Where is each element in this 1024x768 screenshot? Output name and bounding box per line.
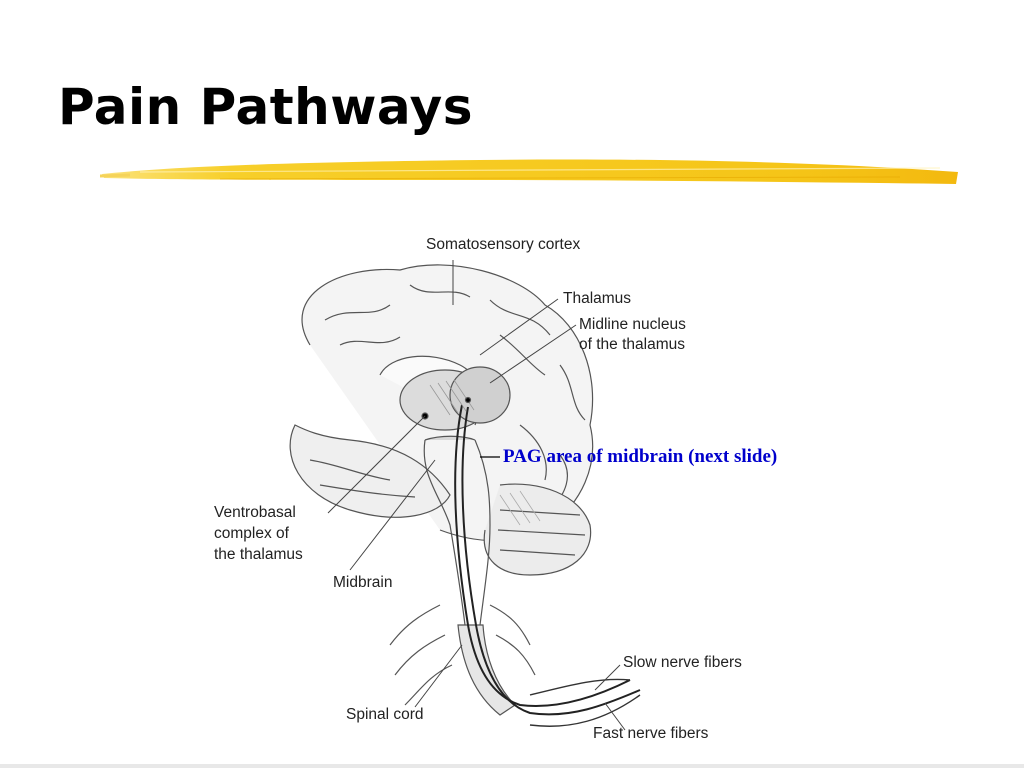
label-midline-nucleus-line1: Midline nucleus: [579, 316, 686, 333]
slide-bottom-border: [0, 764, 1024, 768]
brain-pain-pathway-illustration: [289, 260, 641, 731]
label-slow-nerve-fibers: Slow nerve fibers: [623, 654, 742, 671]
label-thalamus: Thalamus: [563, 290, 632, 307]
slide-title: Pain Pathways: [58, 78, 473, 136]
label-midbrain: Midbrain: [333, 574, 393, 591]
label-fast-nerve-fibers: Fast nerve fibers: [593, 725, 709, 742]
label-ventrobasal-line1: Ventrobasal: [214, 504, 296, 521]
pag-annotation: PAG area of midbrain (next slide): [503, 446, 778, 467]
title-underline-stroke: [100, 159, 958, 184]
label-ventrobasal-line2: complex of: [214, 525, 289, 542]
label-spinal-cord: Spinal cord: [346, 706, 424, 723]
label-somatosensory-cortex: Somatosensory cortex: [426, 236, 581, 253]
label-ventrobasal-line3: the thalamus: [214, 546, 303, 563]
label-midline-nucleus-line2: of the thalamus: [579, 336, 685, 353]
